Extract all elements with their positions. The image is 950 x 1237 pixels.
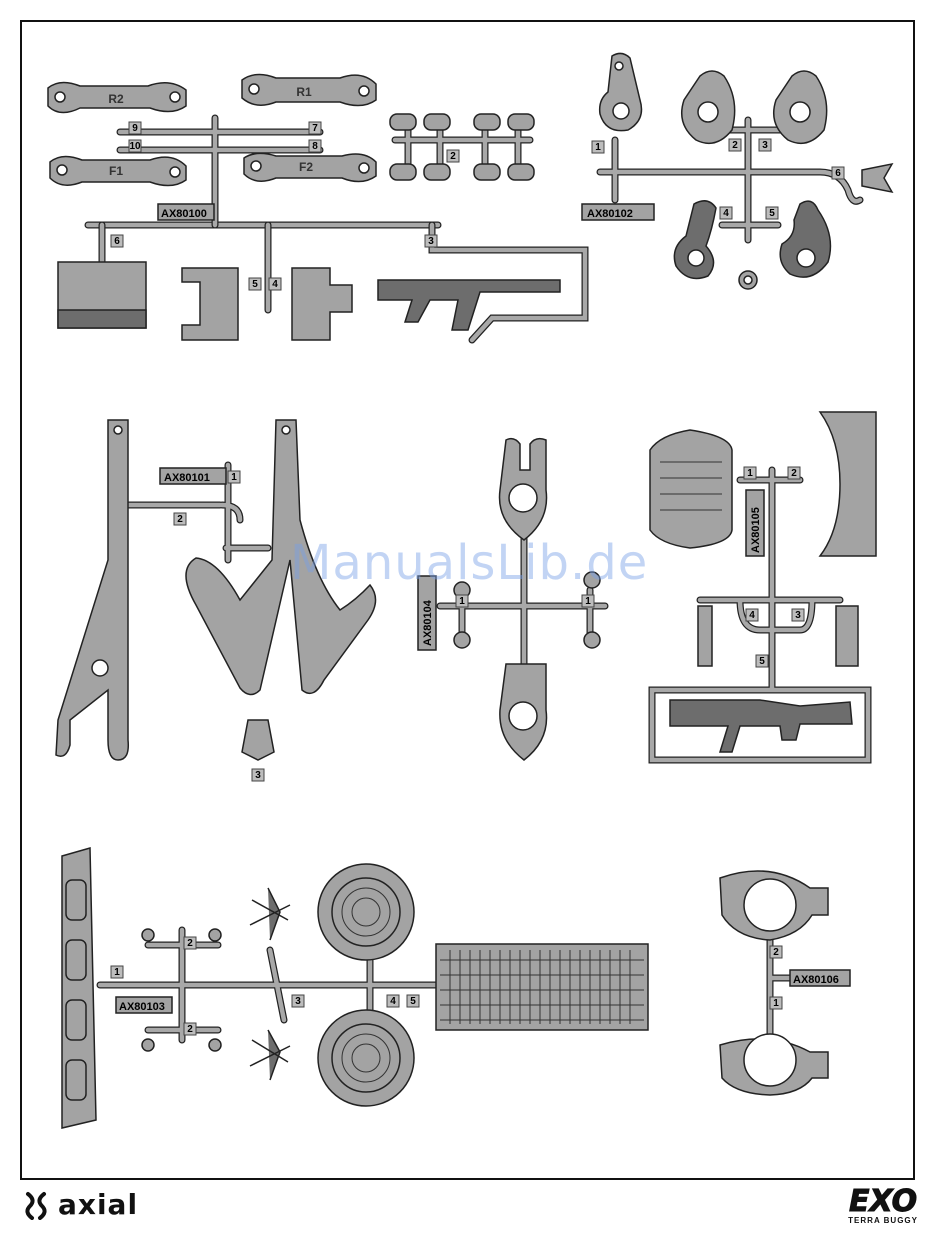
gate-number: 2 <box>729 139 741 151</box>
svg-text:3: 3 <box>762 140 768 151</box>
gate-number: 1 <box>592 141 604 153</box>
exo-logo: EXO TERRA BUGGY <box>848 1188 918 1225</box>
svg-text:2: 2 <box>177 514 183 525</box>
sprue-ax80105: AX80105 <box>650 412 876 760</box>
gate-number: 1 <box>111 966 123 978</box>
sprue-label: AX80103 <box>119 1001 165 1013</box>
sprue-ax80106: AX80106 <box>720 871 850 1095</box>
axial-logo: axial <box>22 1188 138 1221</box>
gate-number: 8 <box>309 140 321 152</box>
part-label: R1 <box>296 85 312 99</box>
svg-text:2: 2 <box>187 1024 193 1035</box>
svg-text:2: 2 <box>732 140 738 151</box>
svg-text:6: 6 <box>835 168 841 179</box>
svg-text:3: 3 <box>795 610 801 621</box>
sprue-label: AX80105 <box>750 507 762 553</box>
svg-text:9: 9 <box>132 123 138 134</box>
part-label: F1 <box>109 164 123 178</box>
axial-logo-icon <box>22 1190 52 1220</box>
product-name: EXO <box>848 1188 918 1216</box>
svg-text:1: 1 <box>585 596 591 607</box>
gate-number: 3 <box>252 769 264 781</box>
sprue-ax80104: AX80104 <box>418 439 605 760</box>
gate-number: 5 <box>249 278 261 290</box>
svg-text:4: 4 <box>723 208 729 219</box>
gate-number: 2 <box>447 150 459 162</box>
sprue-ax80100: AX80100 <box>48 74 585 340</box>
svg-text:4: 4 <box>749 610 755 621</box>
gate-number: 2 <box>184 937 196 949</box>
gate-number: 6 <box>832 167 844 179</box>
svg-text:4: 4 <box>272 279 278 290</box>
gate-number: 2 <box>184 1023 196 1035</box>
svg-text:1: 1 <box>114 967 120 978</box>
gate-number: 1 <box>582 595 594 607</box>
gate-number: 1 <box>228 471 240 483</box>
gate-number: 3 <box>425 235 437 247</box>
gate-number: 4 <box>720 207 732 219</box>
brand-name: axial <box>58 1188 138 1221</box>
gate-number: 6 <box>111 235 123 247</box>
sprue-label: AX80104 <box>422 599 434 646</box>
gate-number: 2 <box>174 513 186 525</box>
product-subtitle: TERRA BUGGY <box>848 1216 918 1225</box>
svg-text:8: 8 <box>312 141 318 152</box>
gate-number: 3 <box>292 995 304 1007</box>
gate-number: 5 <box>766 207 778 219</box>
gate-number: 4 <box>269 278 281 290</box>
svg-text:5: 5 <box>410 996 416 1007</box>
svg-text:3: 3 <box>428 236 434 247</box>
svg-text:7: 7 <box>312 123 318 134</box>
svg-text:5: 5 <box>769 208 775 219</box>
gate-number: 1 <box>744 467 756 479</box>
gate-number: 3 <box>792 609 804 621</box>
svg-text:2: 2 <box>773 947 779 958</box>
sprue-ax80102: AX80102 <box>582 53 892 289</box>
gate-number: 2 <box>788 467 800 479</box>
watermark: ManualsLib.de <box>290 535 648 591</box>
gate-number: 9 <box>129 122 141 134</box>
svg-text:1: 1 <box>231 472 237 483</box>
svg-text:5: 5 <box>252 279 258 290</box>
gate-number: 3 <box>759 139 771 151</box>
svg-text:2: 2 <box>187 938 193 949</box>
gate-number: 5 <box>407 995 419 1007</box>
svg-text:6: 6 <box>114 236 120 247</box>
svg-text:3: 3 <box>255 770 261 781</box>
svg-text:2: 2 <box>450 151 456 162</box>
svg-text:3: 3 <box>295 996 301 1007</box>
svg-text:1: 1 <box>459 596 465 607</box>
gate-number: 1 <box>456 595 468 607</box>
svg-text:10: 10 <box>129 141 141 152</box>
gate-number: 10 <box>129 140 141 152</box>
sprue-label: AX80101 <box>164 472 210 484</box>
gate-number: 1 <box>770 997 782 1009</box>
svg-text:1: 1 <box>595 142 601 153</box>
connector-pieces <box>390 114 534 180</box>
sprue-label: AX80106 <box>793 974 839 986</box>
sprue-ax80103: AX80103 <box>62 848 648 1128</box>
svg-text:1: 1 <box>747 468 753 479</box>
sprue-label: AX80102 <box>587 208 633 220</box>
gate-number: 4 <box>387 995 399 1007</box>
gate-number: 5 <box>756 655 768 667</box>
svg-text:2: 2 <box>791 468 797 479</box>
gate-number: 2 <box>770 946 782 958</box>
gate-number: 7 <box>309 122 321 134</box>
part-label: R2 <box>108 92 124 106</box>
sprue-label: AX80100 <box>161 208 207 220</box>
svg-text:5: 5 <box>759 656 765 667</box>
part-label: F2 <box>299 160 313 174</box>
svg-text:1: 1 <box>773 998 779 1009</box>
gate-number: 4 <box>746 609 758 621</box>
svg-text:4: 4 <box>390 996 396 1007</box>
